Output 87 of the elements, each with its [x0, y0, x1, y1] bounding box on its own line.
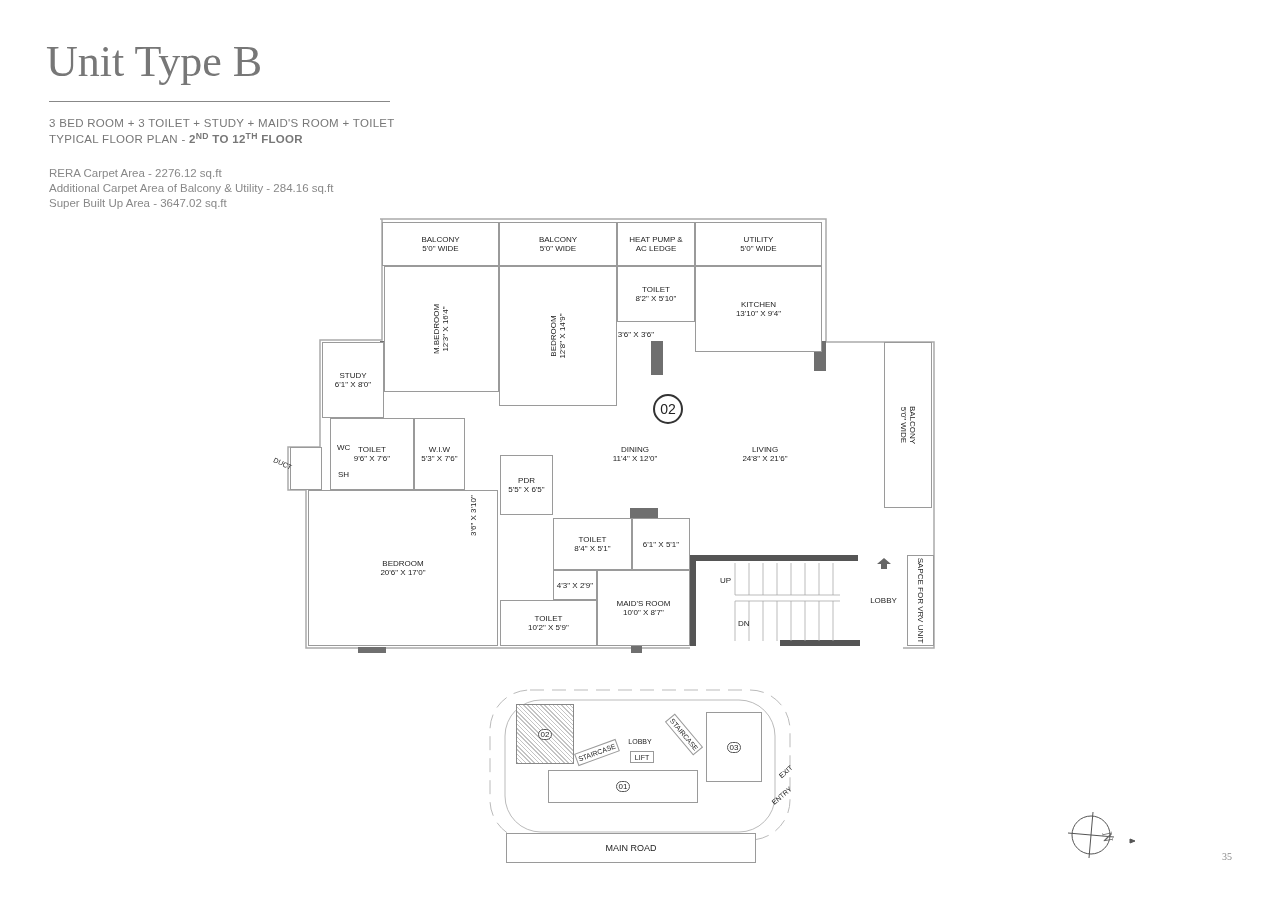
- room-dimension: 6'1" X 8'0": [334, 380, 372, 389]
- staircase-drawing: [690, 555, 860, 646]
- room-name: BALCONY: [538, 235, 578, 244]
- room-dimension: 8'2" X 5'10": [635, 294, 677, 303]
- room-label: UP: [720, 577, 732, 585]
- room-dimension: 4'3" X 2'9": [556, 580, 594, 590]
- room-name: BALCONY: [421, 235, 460, 244]
- room-outline: [907, 555, 934, 646]
- site-block: [706, 712, 762, 782]
- room-name: PDR: [518, 476, 535, 485]
- room-outline: [499, 266, 617, 406]
- room-outline: [500, 455, 553, 515]
- room-dimension: 5'0" WIDE: [539, 244, 577, 253]
- subtitle: 3 BED ROOM + 3 TOILET + STUDY + MAID'S ROOM + TOILET: [49, 118, 395, 130]
- room-name: KITCHEN: [740, 300, 777, 309]
- room-dimension: 6'1" X 5'1": [642, 539, 680, 549]
- room-label: DN: [738, 620, 750, 628]
- room-outline: [308, 490, 498, 646]
- unit-number: 02: [537, 728, 553, 740]
- room-outline: [553, 518, 632, 570]
- room-name: W.I.W: [428, 445, 451, 454]
- room-outline: [384, 266, 499, 392]
- unit-number: 03: [726, 741, 742, 753]
- room-dimension: 8'4" X 5'1": [574, 544, 611, 553]
- site-block: [630, 751, 654, 763]
- room-dimension: 10'2" X 5'9": [528, 623, 569, 632]
- room-dimension: 9'6" X 7'6": [353, 454, 391, 463]
- room-name: MAID'S ROOM: [616, 599, 671, 608]
- room-dimension: 11'4" X 12'0": [612, 454, 658, 463]
- room-name: BEDROOM: [549, 315, 558, 357]
- room-dimension: 12'3" X 16'4": [441, 306, 451, 352]
- room-dimension: 24'8" X 21'6": [742, 454, 788, 463]
- room-outline: [499, 222, 617, 266]
- room-name: LIVING: [751, 445, 779, 454]
- room-name: TOILET: [642, 285, 670, 294]
- room-dimension: SAPCE FOR VRV UNIT: [916, 557, 925, 644]
- room-dimension: 20'6" X 17'0": [380, 568, 426, 577]
- room-dimension: 5'5" X 6'5": [508, 485, 545, 494]
- room-outline: [617, 222, 695, 266]
- room-outline: [695, 222, 822, 266]
- room-dimension: 12'8" X 14'9": [558, 313, 567, 359]
- room-dimension: 13'10" X 9'4": [735, 309, 782, 318]
- room-dimension: MAIN ROAD: [605, 843, 657, 853]
- room-name: BEDROOM: [382, 559, 424, 568]
- room-outline: [632, 518, 690, 570]
- unit-number: 01: [615, 781, 631, 792]
- room-name: TOILET: [534, 614, 563, 623]
- room-outline: [617, 266, 695, 322]
- area-note: Super Built Up Area - 3647.02 sq.ft: [49, 198, 227, 210]
- site-block: [506, 833, 756, 863]
- room-label: WC: [337, 444, 351, 452]
- room-dimension: HEAT PUMP & AC LEDGE: [628, 235, 684, 253]
- room-outline: [414, 418, 465, 490]
- area-note: RERA Carpet Area - 2276.12 sq.ft: [49, 168, 222, 180]
- room-outline: [382, 222, 499, 266]
- room-outline: [500, 600, 597, 646]
- subtitle: TYPICAL FLOOR PLAN - 2$^{ND}$ TO 12$^{TH}$ FLOOR: [49, 134, 303, 146]
- duct-box: [290, 447, 322, 490]
- room-outline: [322, 342, 384, 418]
- room-outline: [330, 418, 414, 490]
- room-name: BALCONY: [908, 405, 917, 445]
- building-block: [516, 704, 574, 764]
- page-number: 35: [1222, 852, 1232, 862]
- page-title: Unit Type B: [46, 36, 263, 88]
- site-block: [548, 770, 698, 803]
- unit-number: 02: [660, 404, 676, 414]
- room-outline: [553, 570, 597, 600]
- room-name: TOILET: [358, 445, 386, 454]
- room-name: TOILET: [578, 535, 607, 544]
- room-dimension: 5'0" WIDE: [899, 406, 908, 444]
- north-mark: N: [1099, 830, 1115, 844]
- room-dimension: 5'0" WIDE: [422, 244, 459, 253]
- room-outline: [884, 342, 932, 508]
- dimension-label: 3'6" X 3'10": [470, 495, 478, 536]
- room-name: UTILITY: [743, 235, 774, 244]
- room-name: DINING: [621, 445, 649, 454]
- room-dimension: 5'0" WIDE: [740, 244, 777, 253]
- room-outline: [597, 570, 690, 646]
- room-dimension: 5'3" X 7'6": [421, 454, 458, 463]
- room-dimension: 10'0" X 8'7": [623, 608, 664, 617]
- room-dimension: LOBBY: [870, 596, 897, 605]
- room-name: M.BEDROOM: [432, 303, 442, 355]
- room-outline: [695, 266, 822, 352]
- room-label: SH: [338, 471, 350, 479]
- room-name: STUDY: [339, 371, 367, 380]
- area-note: Additional Carpet Area of Balcony & Utility - 284.16 sq.ft: [49, 183, 334, 195]
- room-dimension: 3'6" X 3'6": [617, 329, 655, 339]
